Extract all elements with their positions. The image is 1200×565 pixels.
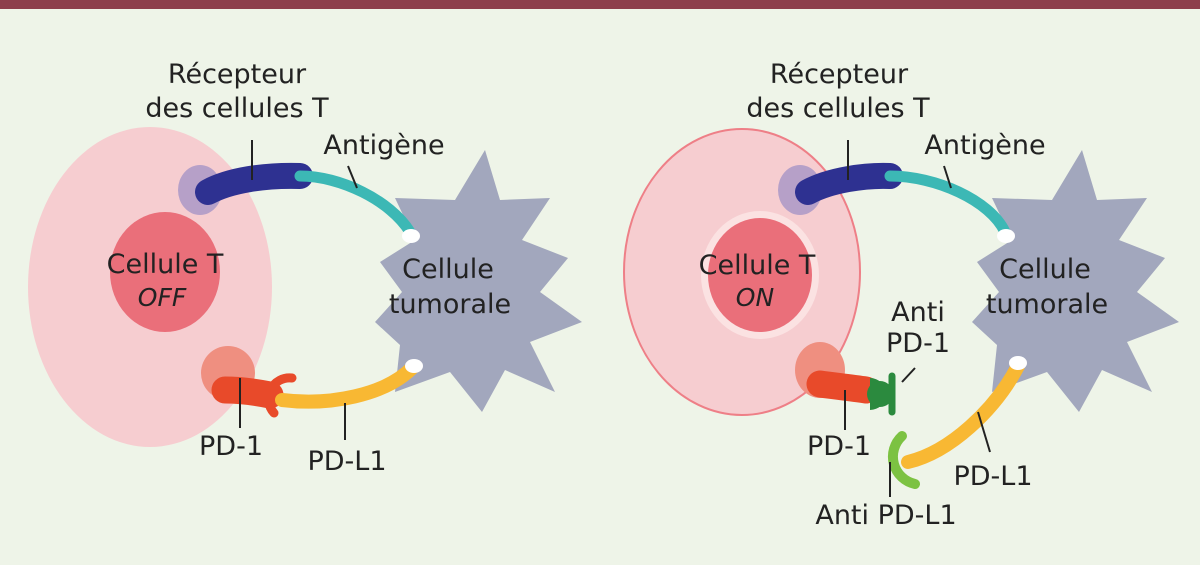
left-pd1 — [211, 376, 284, 409]
left-tcell-state: OFF — [138, 283, 187, 312]
left-tumor-label-2: tumorale — [389, 289, 511, 320]
left-antigen-label: Antigène — [323, 130, 444, 161]
right-pdl1 — [901, 359, 1025, 469]
right-antigen-dot — [997, 229, 1015, 243]
left-tcr — [195, 162, 313, 205]
right-tcell-state: ON — [736, 283, 775, 312]
left-receptor-label-1: Récepteur — [168, 59, 307, 90]
left-antigen — [294, 170, 416, 238]
right-anti-pd1-label-2: PD-1 — [886, 328, 950, 359]
right-tumor-cell — [972, 150, 1179, 412]
right-antigen-label: Antigène — [924, 130, 1045, 161]
right-anti-pdl1-label: Anti PD-L1 — [815, 500, 956, 531]
right-pd1 — [806, 370, 880, 404]
left-t-cell-nucleus — [110, 212, 220, 332]
right-anti-pd1-head — [867, 381, 893, 407]
left-receptor-label-2: des cellules T — [145, 93, 329, 124]
right-pdl1-dot — [1009, 356, 1027, 370]
left-pdl1 — [275, 361, 419, 409]
left-pdl1-label: PD-L1 — [307, 446, 386, 477]
left-pd1-label: PD-1 — [199, 431, 263, 462]
right-pdl1-leader — [977, 411, 991, 453]
right-pd1-label: PD-1 — [807, 431, 871, 462]
right-antigen-leader — [943, 165, 952, 189]
right-receptor-label-2: des cellules T — [746, 93, 930, 124]
right-tcell-label: Cellule T — [699, 250, 816, 281]
right-tumor-label-1: Cellule — [999, 254, 1091, 285]
right-t-cell-nucleus — [708, 218, 812, 332]
right-panel: Récepteur des cellules T Antigène Cellul… — [623, 59, 1179, 531]
left-antigen-dot — [402, 229, 420, 243]
left-antigen-leader — [347, 165, 358, 189]
left-tumor-label-1: Cellule — [402, 254, 494, 285]
right-anti-pd1-leader — [901, 367, 916, 383]
left-pdl1-dot — [405, 359, 423, 373]
left-panel: Récepteur des cellules T Antigène Cellul… — [28, 59, 582, 477]
right-receptor-label-1: Récepteur — [770, 59, 909, 90]
right-anti-pdl1 — [887, 431, 920, 489]
right-tumor-label-2: tumorale — [986, 289, 1108, 320]
right-anti-pd1-label-1: Anti — [891, 297, 945, 328]
left-tumor-cell — [375, 150, 582, 412]
right-antigen — [884, 170, 1011, 238]
top-bar — [0, 0, 1200, 9]
right-pdl1-label: PD-L1 — [953, 461, 1032, 492]
left-tcell-label: Cellule T — [107, 249, 224, 280]
left-pd1-cup — [264, 373, 297, 418]
